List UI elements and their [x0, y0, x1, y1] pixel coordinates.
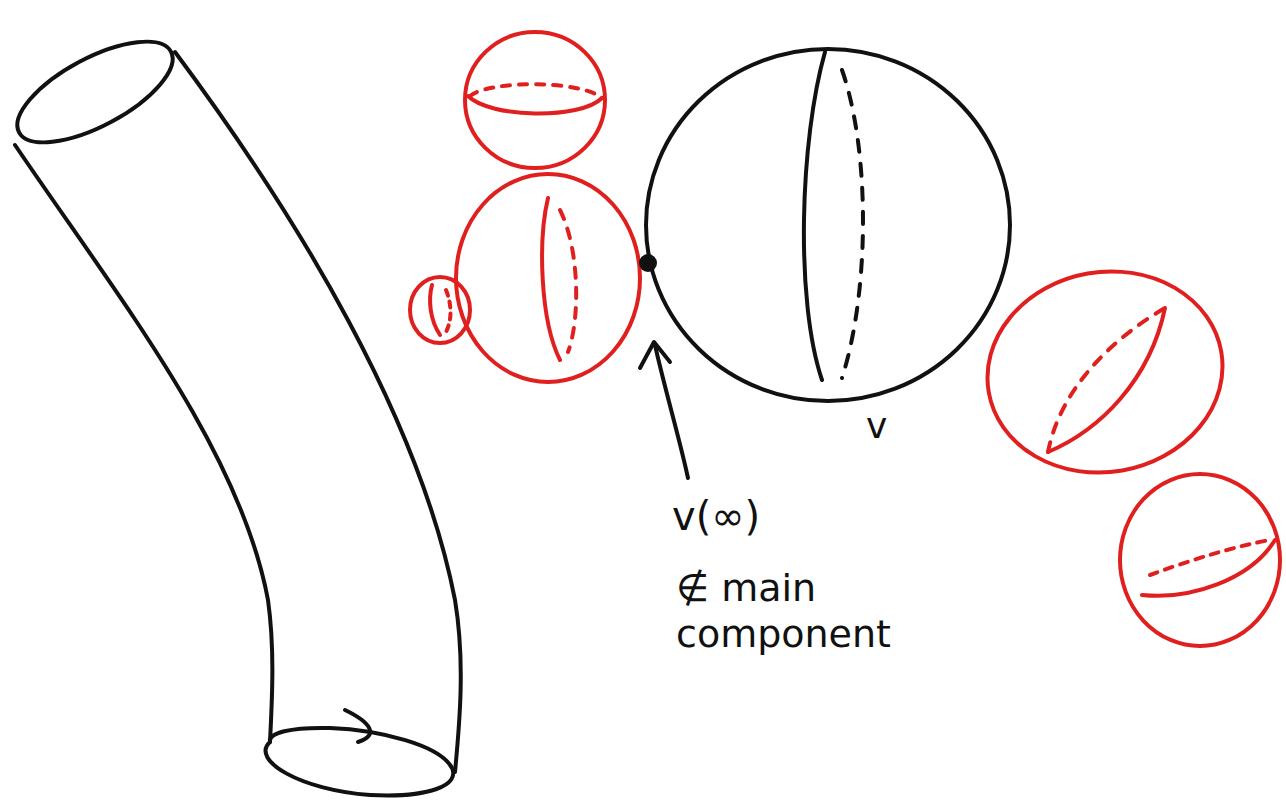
note-label: ∉ main component [676, 566, 946, 657]
red-spheres [410, 32, 640, 382]
leader-arrow [640, 342, 688, 478]
point-label: v(∞) [672, 492, 872, 540]
black-sphere [646, 49, 1010, 401]
red-spheres-right [971, 253, 1280, 646]
tube [3, 22, 461, 796]
sphere-label: v [866, 404, 926, 447]
point-dot [639, 254, 657, 272]
